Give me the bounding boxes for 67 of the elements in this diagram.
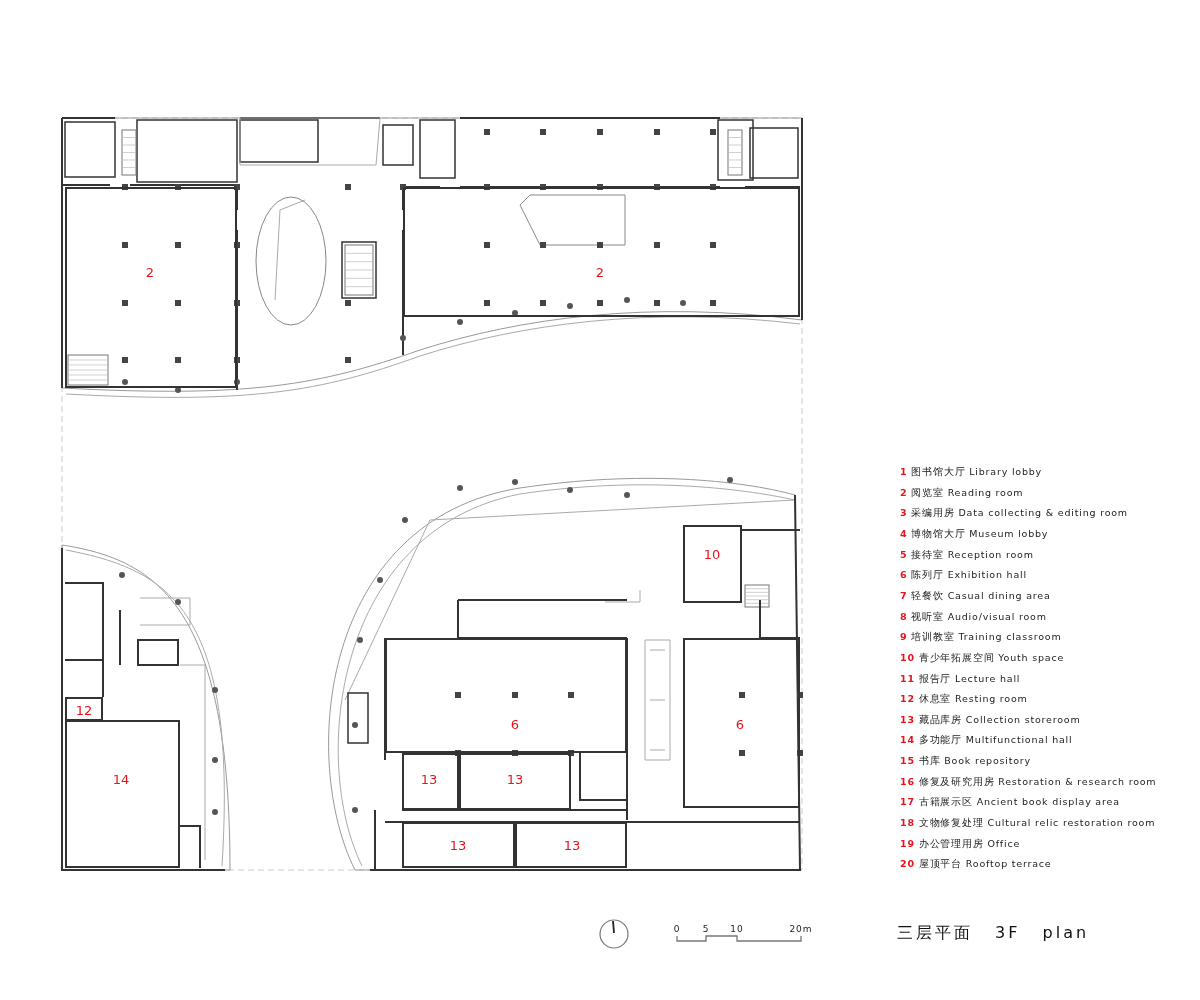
- drawing-title: 三层平面 3F plan: [897, 924, 1090, 942]
- legend-text: 图书馆大厅 Library lobby: [911, 466, 1042, 477]
- legend-number: 16: [900, 775, 915, 787]
- legend-number: 2: [900, 486, 908, 498]
- room-outline: [65, 187, 237, 388]
- legend-number: 5: [900, 548, 908, 560]
- legend-number: 13: [900, 713, 915, 725]
- legend-number: 10: [900, 651, 915, 663]
- room-outline: [683, 638, 800, 808]
- legend-number: 12: [900, 693, 915, 705]
- legend-number: 14: [900, 734, 915, 746]
- legend-number: 11: [900, 672, 915, 684]
- legend-text: 书库 Book repository: [918, 755, 1031, 767]
- legend-number: 4: [900, 527, 908, 539]
- legend-number: 3: [900, 507, 908, 519]
- room-outline: [402, 822, 515, 868]
- room-number: 14: [112, 773, 130, 787]
- legend-number: 6: [900, 569, 908, 581]
- legend-number: 9: [900, 631, 908, 643]
- legend-text: 文物修复处理 Cultural relic restoration room: [918, 817, 1156, 829]
- legend-text: 阅览室 Reading room: [911, 486, 1024, 498]
- legend-text: 古籍展示区 Ancient book display area: [918, 796, 1120, 808]
- legend-number: 7: [900, 589, 908, 601]
- legend-text: 采编用房 Data collecting & editing room: [911, 507, 1128, 519]
- legend-text: 接待室 Reception room: [911, 548, 1034, 560]
- legend-text: 藏品库房 Collection storeroom: [918, 713, 1081, 725]
- legend-text: 培训教室 Training classroom: [911, 631, 1062, 643]
- room-number: 13: [506, 773, 524, 787]
- room-outline: [403, 187, 800, 317]
- room-outline: [515, 822, 627, 868]
- legend-text: 博物馆大厅 Museum lobby: [911, 527, 1049, 539]
- room-number: 12: [75, 704, 93, 718]
- legend-number: 17: [900, 796, 915, 808]
- room-outline: [65, 697, 103, 721]
- room-number: 13: [449, 839, 467, 853]
- legend-text: 修复及研究用房 Restoration & research room: [918, 775, 1157, 787]
- room-number: 6: [510, 718, 520, 732]
- legend-number: 15: [900, 755, 915, 767]
- room-number: 2: [595, 266, 605, 280]
- room-outline: [459, 753, 571, 810]
- legend-text: 屋顶平台 Rooftop terrace: [918, 858, 1052, 870]
- legend-number: 8: [900, 610, 908, 622]
- room-number: 2: [145, 266, 155, 280]
- room-number: 13: [563, 839, 581, 853]
- room-outline: [65, 720, 180, 868]
- room-outline: [402, 753, 459, 810]
- room-number: 13: [420, 773, 438, 787]
- legend-text: 轻餐饮 Casual dining area: [911, 589, 1051, 601]
- legend-text: 报告厅 Lecture hall: [918, 672, 1021, 684]
- legend-text: 休息室 Resting room: [918, 693, 1028, 705]
- legend-text: 视听室 Audio/visual room: [911, 610, 1047, 622]
- room-number: 6: [735, 718, 745, 732]
- legend-text: 青少年拓展空间 Youth space: [918, 651, 1065, 663]
- legend-number: 18: [900, 817, 915, 829]
- room-number: 10: [703, 548, 721, 562]
- scale-label: 5: [702, 924, 710, 934]
- room-outline: [385, 638, 627, 753]
- room-outline: [683, 525, 742, 603]
- scale-label: 0: [673, 924, 681, 934]
- scale-label: 20m: [789, 924, 813, 934]
- legend-number: 19: [900, 837, 915, 849]
- legend-number: 1: [900, 466, 908, 477]
- legend-text: 办公管理用房 Office: [918, 837, 1021, 849]
- legend-text: 陈列厅 Exhibition hall: [911, 569, 1027, 581]
- legend-text: 多功能厅 Multifunctional hall: [918, 734, 1073, 746]
- scale-label: 10: [730, 924, 744, 934]
- legend-number: 20: [900, 858, 915, 870]
